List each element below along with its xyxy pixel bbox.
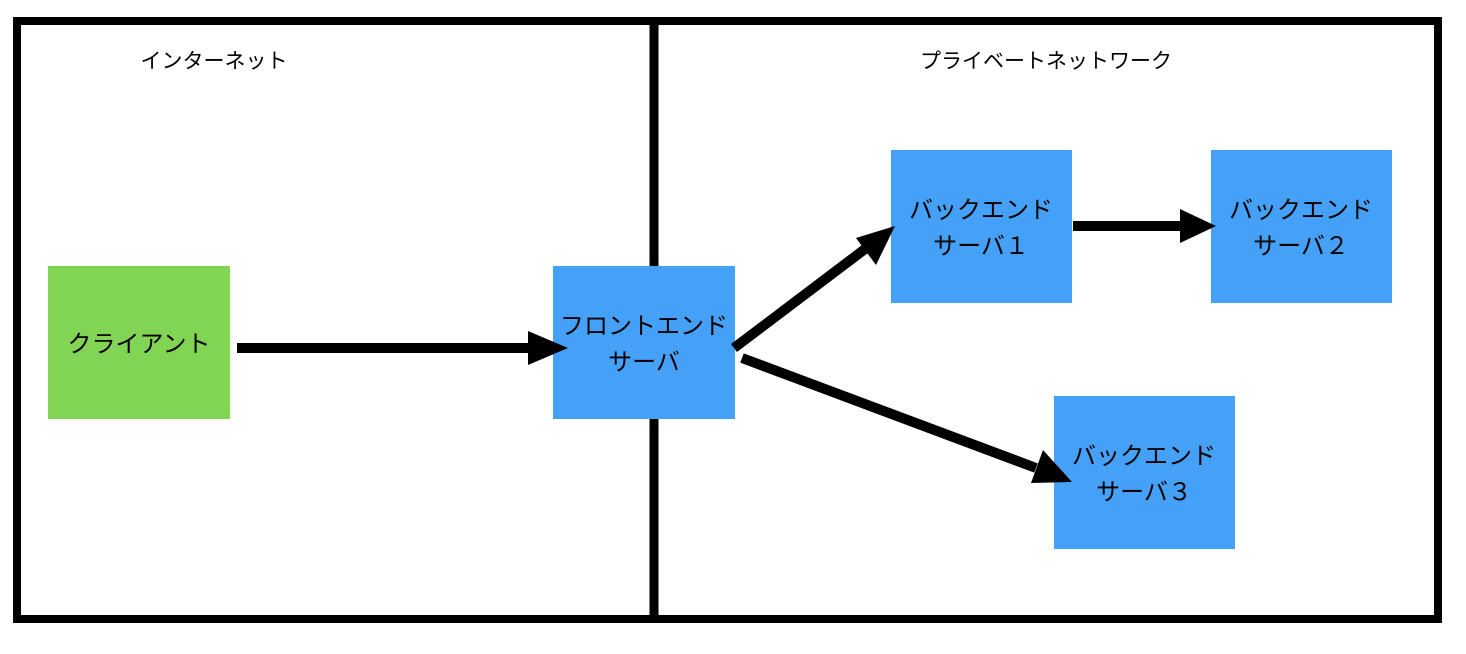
edge-backend1-to-backend2 bbox=[1073, 209, 1216, 243]
node-frontend-label-line1: フロントエンド bbox=[560, 312, 728, 340]
edge-frontend-to-backend3 bbox=[740, 353, 1072, 483]
node-backend2: バックエンド サーバ２ bbox=[1211, 150, 1392, 303]
node-backend1-box bbox=[891, 150, 1072, 303]
node-backend2-label-line1: バックエンド bbox=[1229, 196, 1373, 224]
zone-label-private-network: プライベートネットワーク bbox=[920, 49, 1172, 73]
node-backend2-box bbox=[1211, 150, 1392, 303]
node-backend3-box bbox=[1054, 396, 1235, 549]
node-client: クライアント bbox=[48, 266, 230, 419]
node-client-label: クライアント bbox=[67, 330, 210, 358]
edge-frontend-to-backend1-arrowhead bbox=[856, 226, 895, 265]
zone-label-internet: インターネット bbox=[141, 49, 288, 73]
node-frontend-box bbox=[553, 266, 735, 419]
node-backend1-label-line2: サーバ１ bbox=[933, 232, 1029, 260]
node-backend1: バックエンド サーバ１ bbox=[891, 150, 1072, 303]
node-backend2-label-line2: サーバ２ bbox=[1253, 232, 1349, 260]
node-backend3-label-line2: サーバ３ bbox=[1096, 478, 1192, 506]
node-frontend: フロントエンド サーバ bbox=[553, 266, 735, 419]
edge-frontend-to-backend3-arrowhead bbox=[1031, 450, 1072, 483]
node-backend3-label-line1: バックエンド bbox=[1072, 442, 1216, 470]
diagram-frame bbox=[13, 17, 1442, 623]
edge-backend1-to-backend2-arrowhead bbox=[1180, 209, 1216, 243]
node-client-box bbox=[48, 266, 230, 419]
edge-frontend-to-backend3-line bbox=[740, 353, 1038, 473]
node-backend3: バックエンド サーバ３ bbox=[1054, 396, 1235, 549]
edge-frontend-to-backend1-line bbox=[730, 245, 869, 352]
edge-frontend-to-backend1 bbox=[730, 226, 895, 352]
node-frontend-label-line2: サーバ bbox=[608, 348, 680, 376]
edge-client-to-frontend bbox=[237, 331, 568, 365]
node-backend1-label-line1: バックエンド bbox=[909, 196, 1053, 224]
edge-client-to-frontend-arrowhead bbox=[528, 331, 568, 365]
